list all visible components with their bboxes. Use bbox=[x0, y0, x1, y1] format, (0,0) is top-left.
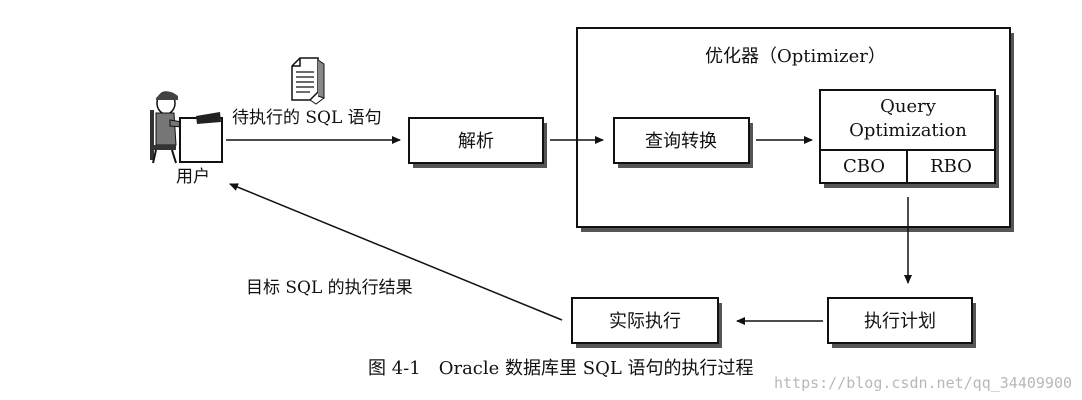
parse-label: 解析 bbox=[458, 131, 494, 152]
query-optimization-label-line2: Optimization bbox=[849, 120, 967, 141]
figure-caption: 图 4-1 Oracle 数据库里 SQL 语句的执行过程 bbox=[368, 358, 754, 379]
optimizer-title: 优化器（Optimizer） bbox=[705, 46, 886, 67]
actual-execution-label: 实际执行 bbox=[609, 311, 681, 332]
arrow-execution-to-user bbox=[229, 183, 563, 321]
query-transform-box bbox=[613, 117, 753, 168]
rbo-label: RBO bbox=[930, 156, 972, 177]
execution-plan-label: 执行计划 bbox=[864, 311, 936, 332]
execution-plan-box bbox=[827, 297, 976, 348]
document-stack-icon bbox=[291, 57, 325, 105]
watermark: https://blog.csdn.net/qq_34409900 bbox=[774, 374, 1072, 392]
parse-box bbox=[408, 117, 547, 168]
user-computer-icon bbox=[150, 91, 223, 164]
query-transform-label: 查询转换 bbox=[645, 131, 717, 152]
query-optimization-box bbox=[819, 89, 999, 188]
result-label: 目标 SQL 的执行结果 bbox=[246, 278, 413, 298]
actual-execution-box bbox=[571, 297, 722, 348]
cbo-label: CBO bbox=[843, 156, 885, 177]
input-sql-label: 待执行的 SQL 语句 bbox=[232, 108, 382, 128]
user-label: 用户 bbox=[176, 167, 210, 187]
query-optimization-label-line1: Query bbox=[880, 96, 937, 117]
